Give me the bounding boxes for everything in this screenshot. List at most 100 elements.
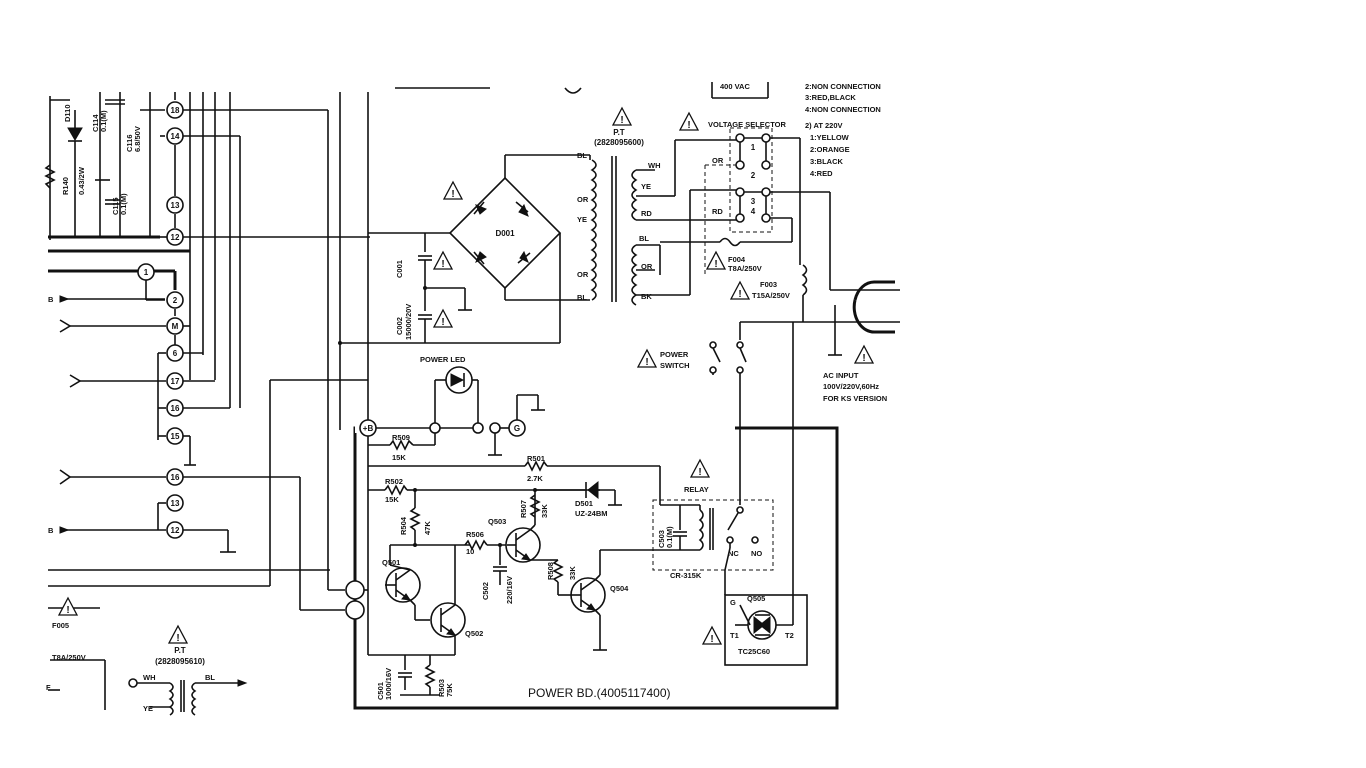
pt-tap: BL — [577, 151, 587, 160]
r506-label: R506 — [466, 530, 484, 539]
selector-wire-label: OR — [712, 156, 724, 165]
f005-label: F005 — [52, 621, 69, 630]
c114-value: 0.1(M) — [99, 110, 108, 132]
pin-label: 16 — [171, 404, 180, 413]
selector-pos: 2 — [751, 171, 756, 180]
pin-14 — [166, 127, 184, 145]
bridge-rectifier: D001 C001 C002 15000/20V — [338, 87, 590, 430]
d110-label: D110 — [63, 104, 72, 122]
pin-16a — [166, 399, 184, 417]
c115-label: C115 — [111, 197, 120, 215]
pin-label: 17 — [171, 377, 180, 386]
pt-tap: YE — [577, 215, 587, 224]
warning-icon: ! — [167, 624, 189, 644]
edge-mark: B — [48, 295, 54, 304]
pt-tap: OR — [641, 262, 653, 271]
pin-label: 2 — [173, 296, 178, 305]
c001-label: C001 — [395, 260, 404, 278]
svg-text:!: ! — [687, 120, 690, 131]
pt-tap: WH — [648, 161, 661, 170]
selector-pos: 4 — [751, 207, 756, 216]
r502-label: R502 — [385, 477, 403, 486]
edge-mark: B — [48, 526, 54, 535]
r140-value: 0.43/2W — [77, 166, 86, 195]
power-switch-label: POWER — [660, 350, 689, 359]
triac-label: Q505 — [747, 594, 765, 603]
r501-value: 2.7K — [527, 474, 543, 483]
q503-label: Q503 — [488, 517, 506, 526]
pt-tap: RD — [641, 209, 652, 218]
r140-label: R140 — [61, 177, 70, 195]
pin-label: 13 — [171, 499, 180, 508]
warning-icon: ! — [432, 308, 454, 328]
ac-input-line: 100V/220V,60Hz — [823, 382, 879, 391]
svg-text:!: ! — [441, 259, 444, 270]
r502-value: 15K — [385, 495, 399, 504]
pin-16b — [166, 468, 184, 486]
r501-label: R501 — [527, 454, 545, 463]
power-switch-label: SWITCH — [660, 361, 690, 370]
triac-part: TC25C60 — [738, 647, 770, 656]
note-line: 2) AT 220V — [805, 121, 843, 130]
triac-terminal: T2 — [785, 631, 794, 640]
note-line: 3:BLACK — [810, 157, 843, 166]
q504-label: Q504 — [610, 584, 629, 593]
c503-label: C503 — [657, 530, 666, 548]
pt-tap: YE — [641, 182, 651, 191]
pin-m — [166, 317, 184, 335]
note-line: 4:RED — [810, 169, 833, 178]
svg-text:!: ! — [176, 633, 179, 644]
aux-pt-tap: WH — [143, 673, 156, 682]
note-line: 3:RED,BLACK — [805, 93, 856, 102]
warning-icon: ! — [701, 625, 723, 645]
selector-wire-label: RD — [712, 207, 723, 216]
pin-label: 6 — [173, 349, 178, 358]
r509-label: R509 — [392, 433, 410, 442]
selector-title: VOLTAGE SELECTOR — [708, 120, 787, 129]
pin-12b — [166, 521, 184, 539]
f004-value: T8A/250V — [728, 264, 762, 273]
main-transformer: P.T (2828095600) BL OR YE OR BL WH YE RD… — [564, 87, 740, 306]
note-line: 2:ORANGE — [810, 145, 850, 154]
power-led-label: POWER LED — [420, 355, 466, 364]
relay-contact: NO — [751, 549, 762, 558]
note-partial: 400 VAC — [720, 82, 750, 91]
board-label: POWER BD.(4005117400) — [528, 686, 671, 700]
r503-label: R503 — [437, 679, 446, 697]
svg-text:!: ! — [620, 115, 623, 126]
aux-pt-part: (2828095610) — [155, 657, 205, 666]
triac-terminal: G — [730, 598, 736, 607]
pin-plus-b: +B — [363, 424, 374, 433]
r506-value: 10 — [466, 547, 474, 556]
edge-mark: F — [46, 683, 51, 692]
pin-2 — [166, 291, 184, 309]
svg-text:!: ! — [441, 317, 444, 328]
d001-label: D001 — [495, 229, 515, 238]
relay-triac: C503 0.1(M) NC NO RELAY CR-315K Q505 G T… — [652, 485, 808, 666]
f005-value: T8A/250V — [52, 653, 86, 662]
q501-label: Q501 — [382, 558, 400, 567]
r508-value: 33K — [568, 566, 577, 580]
f004-label: F004 — [728, 255, 746, 264]
pt-tap: OR — [577, 195, 589, 204]
r509-value: 15K — [392, 453, 406, 462]
pt-tap: BK — [641, 292, 652, 301]
voltage-notes: 400 VAC 2:NON CONNECTION 3:RED,BLACK 4:N… — [711, 82, 881, 178]
c115-value: 0.1(M) — [119, 193, 128, 215]
ac-input-line: AC INPUT — [823, 371, 859, 380]
warning-icon: ! — [636, 348, 658, 368]
warning-icon: ! — [729, 280, 751, 300]
pin-13 — [166, 196, 184, 214]
pin-label: 13 — [171, 201, 180, 210]
left-labels: C114 0.1(M) C116 6.8/50V C115 0.1(M) D11… — [46, 104, 215, 713]
pin-label: 14 — [171, 132, 180, 141]
left-wiring — [44, 92, 370, 716]
c002-label: C002 — [395, 317, 404, 335]
pin-label: 12 — [171, 233, 180, 242]
connector-pins: 18 14 13 12 1 2 M 6 17 16 15 16 13 12 — [137, 101, 184, 539]
warning-icon: ! — [705, 250, 727, 270]
relay-title: RELAY — [684, 485, 709, 494]
pin-label: 15 — [171, 432, 180, 441]
d501-label: D501 — [575, 499, 593, 508]
